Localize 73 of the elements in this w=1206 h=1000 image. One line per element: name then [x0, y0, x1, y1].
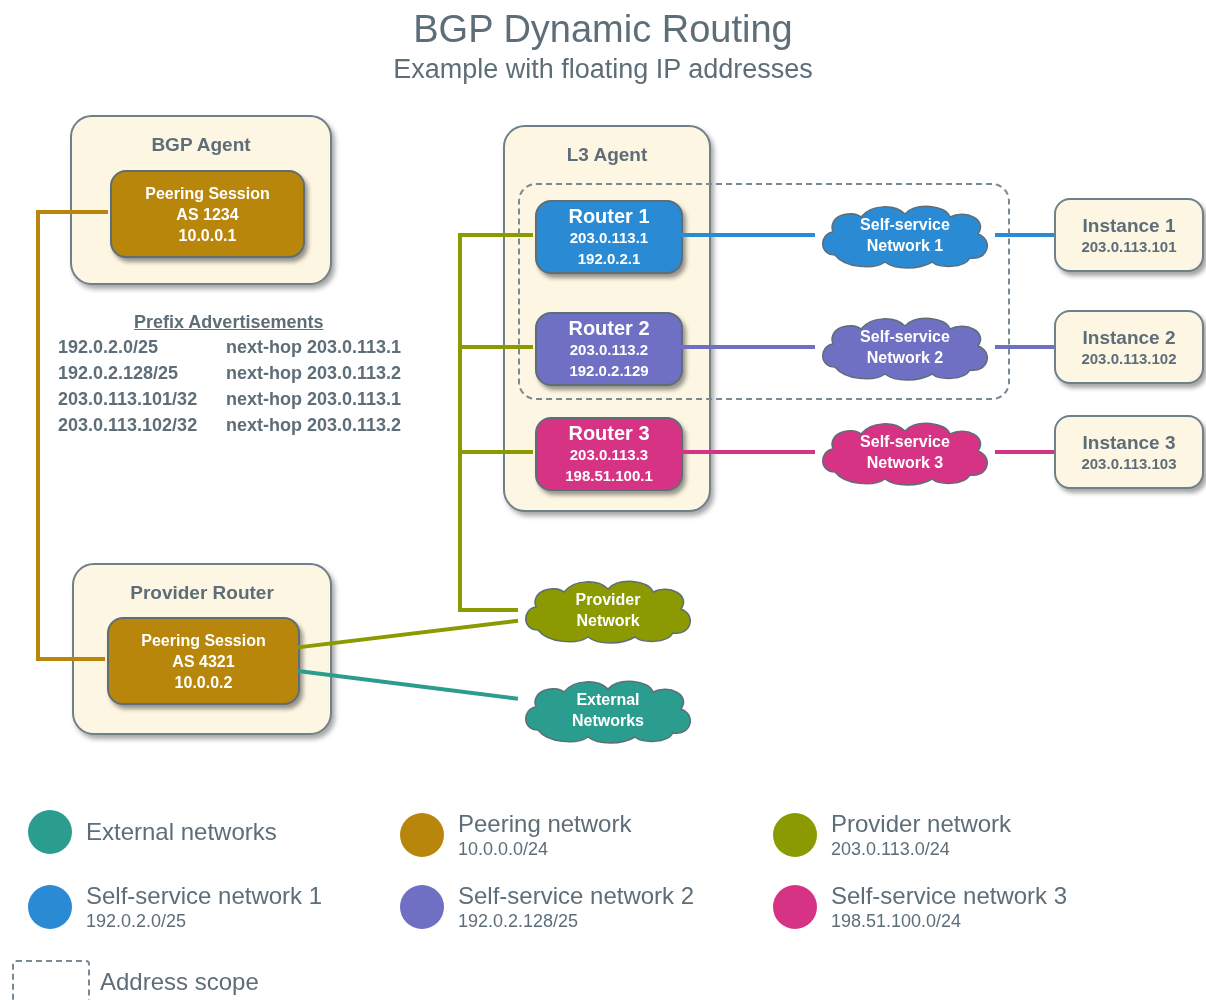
- router-box: [535, 312, 683, 386]
- group-panel: [72, 563, 332, 735]
- legend-label: Self-service network 2: [458, 882, 695, 910]
- connector-line: [995, 345, 1054, 349]
- next-hop-cell-text: next-hop 203.0.113.1: [226, 388, 402, 411]
- connector-line: [297, 669, 519, 701]
- diagram-title: BGP Dynamic Routing: [413, 7, 793, 52]
- prefix-cell-text: 192.0.2.0/25: [58, 336, 160, 359]
- node-detail: AS 4321: [172, 651, 235, 672]
- node-detail: 192.0.2.129: [569, 360, 649, 381]
- session-box: [107, 617, 300, 705]
- legend-label: Self-service network 1: [86, 882, 323, 910]
- node-title: Instance 1: [1082, 214, 1176, 237]
- connector-line: [36, 210, 108, 661]
- connector-line: [681, 450, 815, 454]
- router-box: [535, 200, 683, 274]
- session-box: [110, 170, 305, 258]
- node-detail: 10.0.0.2: [174, 672, 233, 693]
- legend-detail: 192.0.2.128/25: [458, 910, 580, 932]
- node-title: Router 1: [568, 205, 650, 227]
- connector-line: [995, 450, 1054, 454]
- next-hop-cell-text: next-hop 203.0.113.2: [226, 414, 402, 437]
- node-detail: 203.0.113.2: [569, 339, 649, 360]
- connector-line: [458, 450, 533, 612]
- panel-title: BGP Agent: [150, 133, 252, 157]
- node-title: Instance 2: [1082, 326, 1176, 349]
- legend-detail: 192.0.2.0/25: [86, 910, 188, 932]
- legend-detail: 198.51.100.0/24: [831, 910, 963, 932]
- prefix-cell-text: 203.0.113.101/32: [58, 388, 199, 411]
- node-detail: 192.0.2.1: [577, 248, 641, 269]
- prefix-cell-text: 192.0.2.128/25: [58, 362, 180, 385]
- table-heading: Prefix Advertisements: [134, 311, 325, 334]
- next-hop-cell-text: next-hop 203.0.113.2: [226, 362, 402, 385]
- next-hop-cell-text: next-hop 203.0.113.1: [226, 336, 402, 359]
- node-title: Router 3: [568, 422, 650, 444]
- node-detail: 203.0.113.103: [1081, 454, 1177, 473]
- node-detail: 198.51.100.1: [565, 465, 653, 486]
- cloud-label: Self-service Network 3: [859, 432, 951, 473]
- diagram-subtitle: Example with floating IP addresses: [393, 53, 813, 86]
- node-title: Peering Session: [141, 630, 266, 651]
- cloud-label: Self-service Network 2: [859, 327, 951, 368]
- node-title: Router 2: [568, 317, 650, 339]
- legend-label: External networks: [86, 818, 277, 846]
- node-detail: 203.0.113.1: [569, 227, 649, 248]
- instance-box: [1054, 198, 1204, 272]
- connector-line: [681, 345, 815, 349]
- legend-label: Address scope: [100, 968, 259, 996]
- router-box: [535, 417, 683, 491]
- node-title: Instance 3: [1082, 431, 1176, 454]
- connector-line: [995, 233, 1054, 237]
- prefix-cell-text: 203.0.113.102/32: [58, 414, 199, 437]
- connector-line: [297, 618, 519, 650]
- node-title: Peering Session: [145, 183, 270, 204]
- cloud-label: Self-service Network 1: [859, 215, 951, 256]
- legend-label: Provider network: [831, 810, 1012, 838]
- node-detail: AS 1234: [176, 204, 239, 225]
- legend-detail: 10.0.0.0/24: [458, 838, 550, 860]
- node-detail: 203.0.113.101: [1081, 237, 1177, 256]
- legend-detail: 203.0.113.0/24: [831, 838, 951, 860]
- node-detail: 203.0.113.102: [1081, 349, 1177, 368]
- connector-line: [681, 233, 815, 237]
- instance-box: [1054, 310, 1204, 384]
- cloud-label: External Networks: [571, 690, 645, 731]
- cloud-label: Provider Network: [574, 590, 642, 631]
- group-panel: [503, 125, 711, 512]
- node-detail: 10.0.0.1: [178, 225, 237, 246]
- legend-label: Self-service network 3: [831, 882, 1068, 910]
- legend-label: Peering network: [458, 810, 632, 838]
- node-detail: 203.0.113.3: [569, 444, 649, 465]
- panel-title: L3 Agent: [565, 143, 649, 167]
- group-panel: [70, 115, 332, 285]
- instance-box: [1054, 415, 1204, 489]
- panel-title: Provider Router: [129, 581, 275, 605]
